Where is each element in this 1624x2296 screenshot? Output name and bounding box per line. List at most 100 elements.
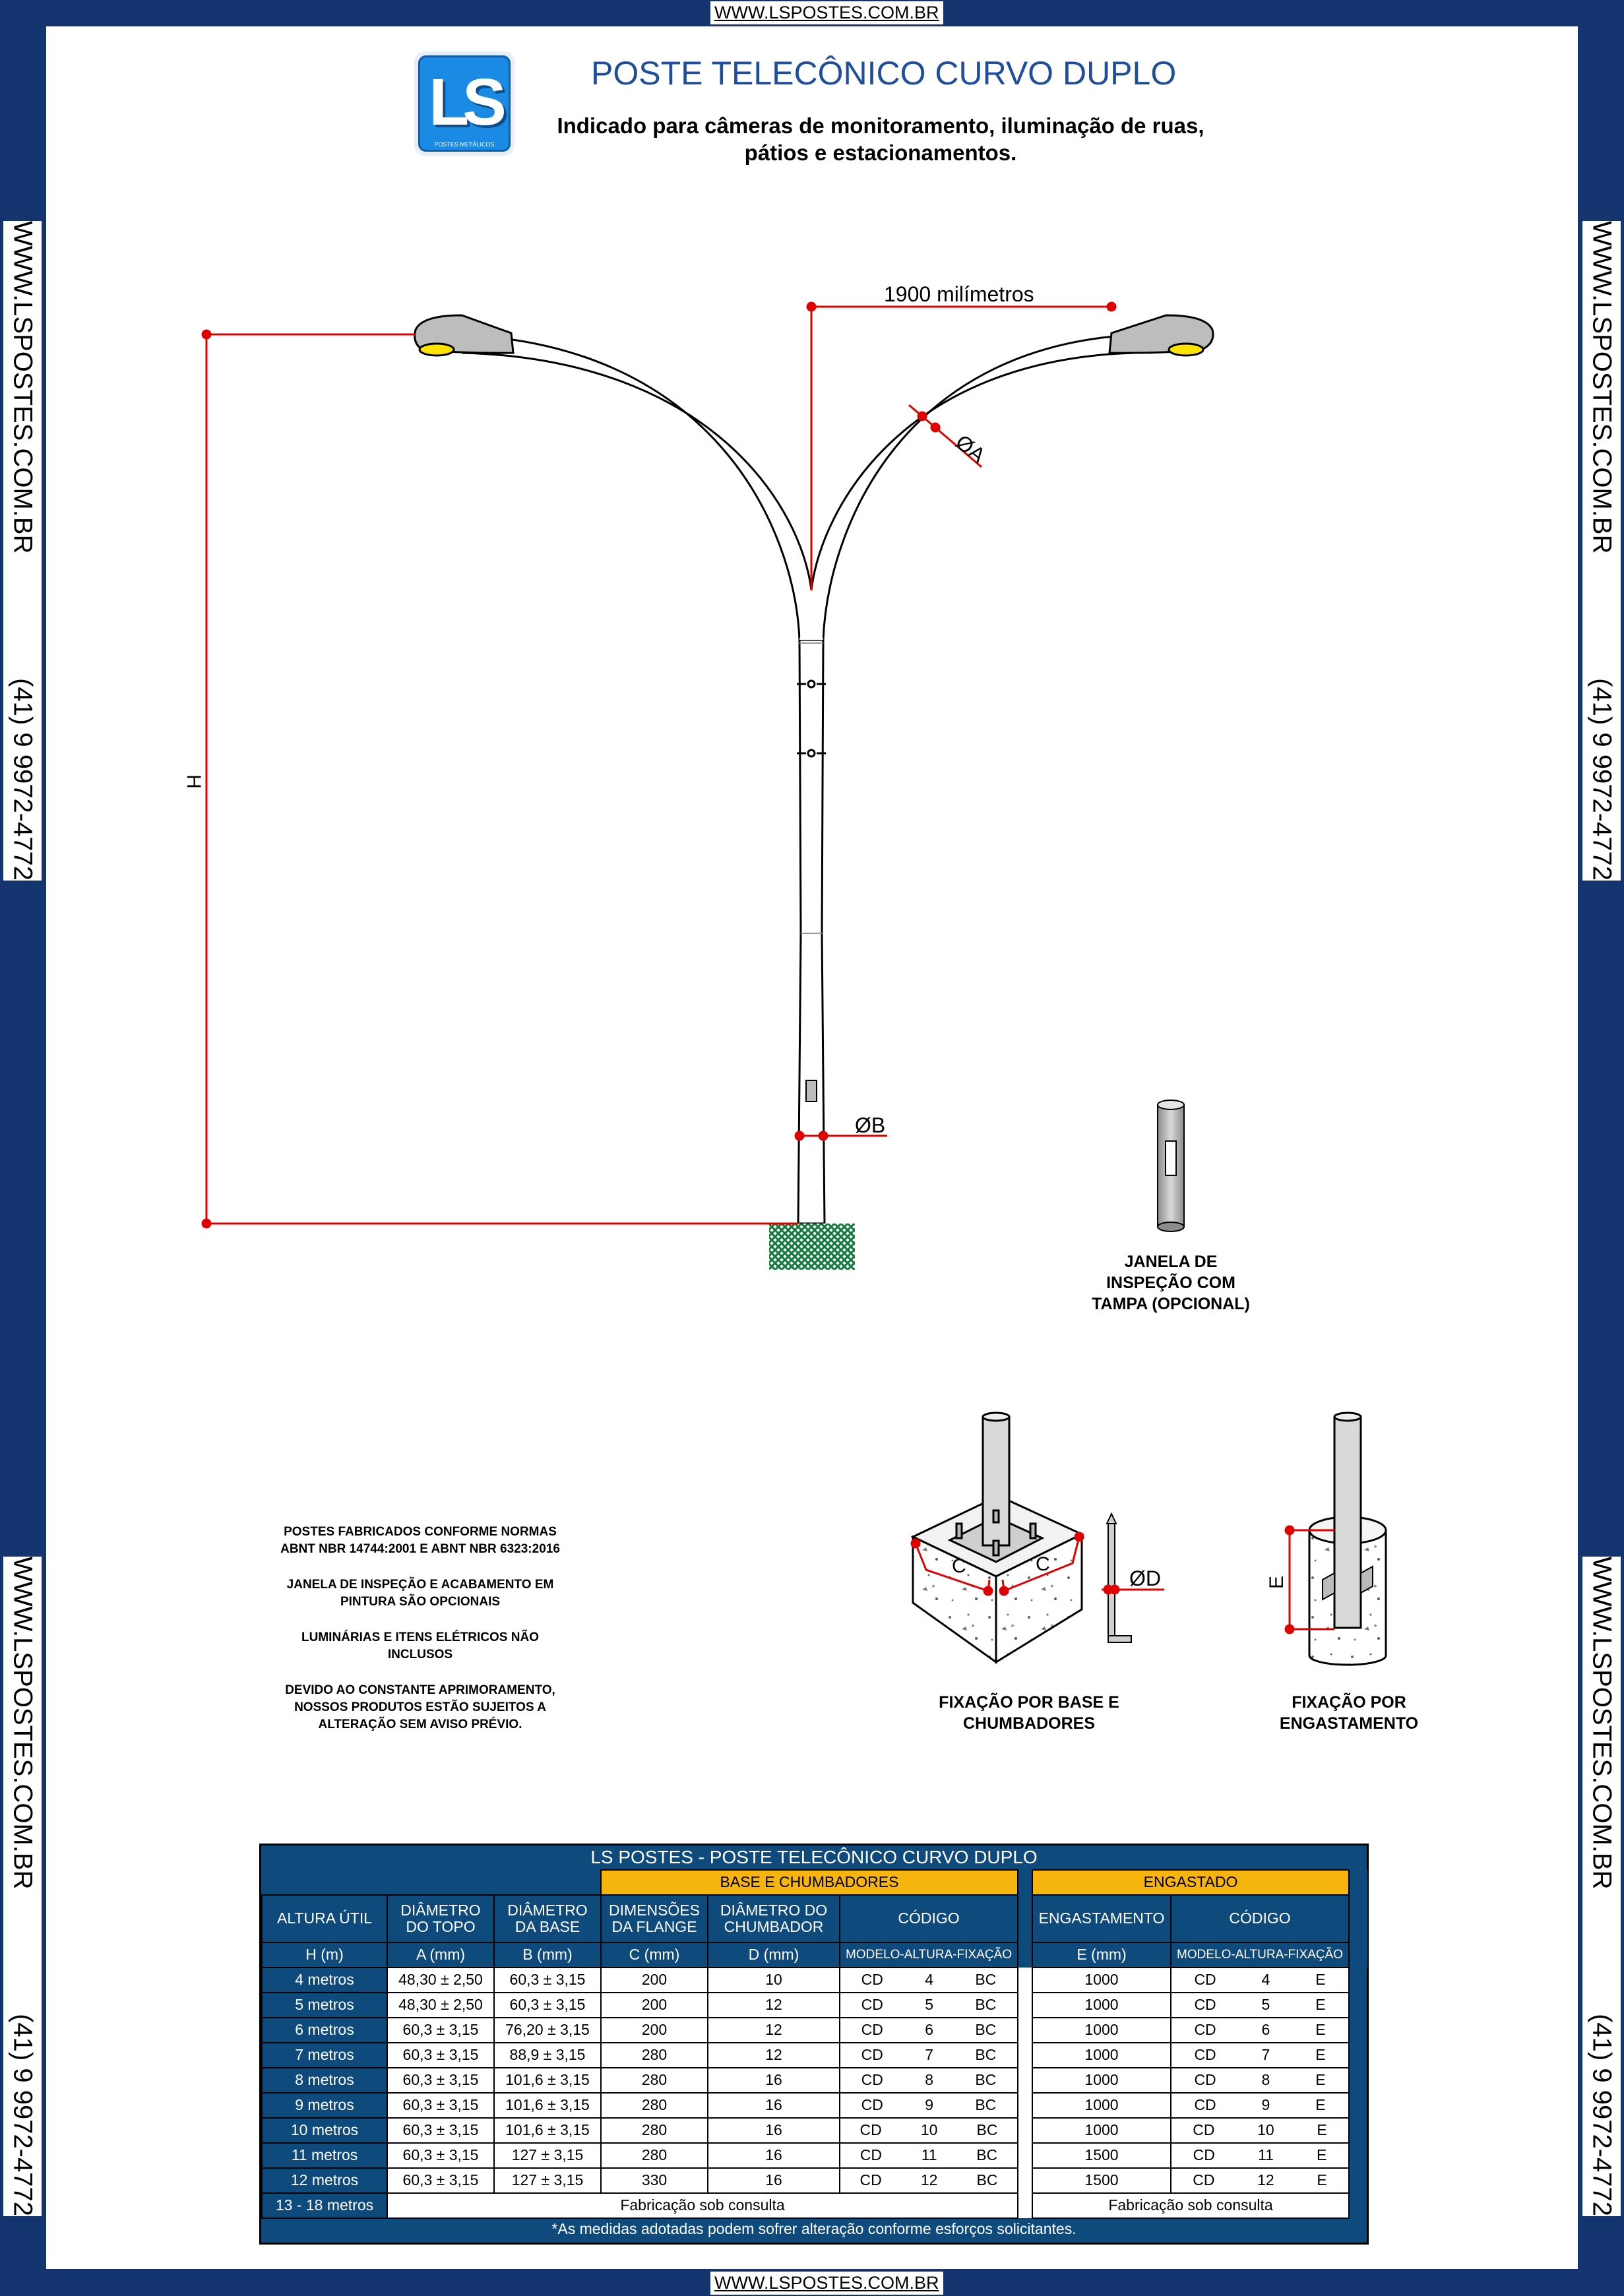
luminaire-left-icon bbox=[414, 314, 515, 357]
cell-anchor: 10 bbox=[707, 1967, 840, 1993]
cell-height: 10 metros bbox=[261, 2117, 388, 2144]
cell-height: 4 metros bbox=[261, 1967, 388, 1993]
pole-bolts bbox=[797, 679, 826, 758]
cell-anchor: 12 bbox=[707, 2017, 840, 2043]
spec-table-panel: LS POSTES - POSTE TELECÔNICO CURVO DUPLO… bbox=[259, 1844, 1369, 2245]
col-height: ALTURA ÚTIL bbox=[261, 1894, 388, 1943]
cell-height: 12 metros bbox=[261, 2167, 388, 2194]
cell-top-diameter: 60,3 ± 3,15 bbox=[387, 2042, 495, 2068]
logo-letters: LS bbox=[429, 65, 507, 139]
page-subtitle: Indicado para câmeras de monitoramento, … bbox=[515, 112, 1247, 166]
cell-base-diameter: 101,6 ± 3,15 bbox=[493, 2117, 602, 2144]
company-logo: LS POSTES METÁLICOS bbox=[414, 51, 515, 156]
inspection-window-caption: JANELA DE INSPEÇÃO COM TAMPA (OPCIONAL) bbox=[1065, 1251, 1276, 1315]
subtitle-line-2: pátios e estacionamentos. bbox=[744, 140, 1017, 165]
cell-flange: 280 bbox=[600, 2117, 708, 2144]
caption-line: FIXAÇÃO POR BASE E bbox=[939, 1693, 1119, 1712]
cell-top-diameter: 48,30 ± 2,50 bbox=[387, 1992, 495, 2018]
top-site-url[interactable]: WWW.LSPOSTES.COM.BR bbox=[710, 1, 943, 24]
cell-top-diameter: 60,3 ± 3,15 bbox=[387, 2117, 495, 2144]
cell-embed: 1500 bbox=[1032, 2167, 1171, 2194]
cell-height: 6 metros bbox=[261, 2017, 388, 2043]
unit-model: MODELO-ALTURA-FIXAÇÃO bbox=[839, 1942, 1018, 1968]
cell-flange: 200 bbox=[600, 1967, 708, 1993]
cell-top-diameter: 60,3 ± 3,15 bbox=[387, 2017, 495, 2043]
cell-flange: 330 bbox=[600, 2167, 708, 2194]
embedded-mounting-caption: FIXAÇÃO POR ENGASTAMENTO bbox=[1250, 1692, 1448, 1734]
pole-arm-right bbox=[810, 333, 1148, 640]
embedded-mounting-icon bbox=[1284, 1412, 1387, 1666]
cell-flange: 280 bbox=[600, 2042, 708, 2068]
caption-line: ENGASTAMENTO bbox=[1279, 1714, 1419, 1733]
cell-base-diameter: 127 ± 3,15 bbox=[493, 2142, 602, 2169]
col-code-2: CÓDIGO bbox=[1170, 1894, 1350, 1943]
inspection-window-icon bbox=[1157, 1100, 1185, 1232]
group-base-header: BASE E CHUMBADORES bbox=[600, 1869, 1018, 1896]
cell-base-diameter: 88,9 ± 3,15 bbox=[493, 2042, 602, 2068]
left-side-panel-bottom: WWW.LSPOSTES.COM.BR(41) 9 9972-4772 bbox=[3, 1557, 42, 2216]
cell-height: 5 metros bbox=[261, 1992, 388, 2018]
cell-embed: 1500 bbox=[1032, 2142, 1171, 2169]
cell-anchor: 16 bbox=[707, 2142, 840, 2169]
cell-top-diameter: 60,3 ± 3,15 bbox=[387, 2167, 495, 2194]
last-row-embed: Fabricação sob consulta bbox=[1032, 2192, 1350, 2219]
subtitle-line-1: Indicado para câmeras de monitoramento, … bbox=[557, 113, 1204, 138]
table-title: LS POSTES - POSTE TELECÔNICO CURVO DUPLO bbox=[590, 1847, 1038, 1867]
col-code: CÓDIGO bbox=[839, 1894, 1018, 1943]
unit-c: C (mm) bbox=[600, 1942, 708, 1968]
cell-embed: 1000 bbox=[1032, 2092, 1171, 2119]
height-label: H bbox=[182, 774, 204, 789]
col-embed: ENGASTAMENTO bbox=[1032, 1894, 1171, 1943]
page-title: POSTE TELECÔNICO CURVO DUPLO bbox=[591, 55, 1177, 92]
cell-embed: 1000 bbox=[1032, 2117, 1171, 2144]
cell-anchor: 16 bbox=[707, 2167, 840, 2194]
table-footnote: *As medidas adotadas podem sofrer altera… bbox=[551, 2220, 1077, 2237]
left-side-panel-top: WWW.LSPOSTES.COM.BR(41) 9 9972-4772 bbox=[3, 221, 42, 881]
anchor-c-label-right: C bbox=[1036, 1553, 1050, 1575]
spec-table: BASE E CHUMBADORES ENGASTADO ALTURA ÚTIL… bbox=[261, 1869, 1368, 2219]
caption-line: INSPEÇÃO COM bbox=[1106, 1274, 1235, 1292]
unit-model-2: MODELO-ALTURA-FIXAÇÃO bbox=[1170, 1942, 1350, 1968]
cell-flange: 280 bbox=[600, 2092, 708, 2119]
ground-hatch bbox=[769, 1224, 855, 1270]
group-embed-header: ENGASTADO bbox=[1032, 1869, 1350, 1896]
cell-base-diameter: 76,20 ± 3,15 bbox=[493, 2017, 602, 2043]
note: DEVIDO AO CONSTANTE APRIMORAMENTO,NOSSOS… bbox=[285, 1683, 555, 1731]
bottom-site-url[interactable]: WWW.LSPOSTES.COM.BR bbox=[710, 2272, 943, 2295]
cell-embed: 1000 bbox=[1032, 1992, 1171, 2018]
cell-anchor: 12 bbox=[707, 1992, 840, 2018]
cell-base-diameter: 101,6 ± 3,15 bbox=[493, 2067, 602, 2094]
cell-height: 8 metros bbox=[261, 2067, 388, 2094]
base-diameter-label: ØB bbox=[855, 1113, 886, 1137]
cell-embed: 1000 bbox=[1032, 1967, 1171, 1993]
last-row-base: Fabricação sob consulta bbox=[387, 2192, 1018, 2219]
caption-line: JANELA DE bbox=[1124, 1253, 1218, 1271]
embedment-e-label: E bbox=[1266, 1575, 1288, 1590]
unit-h: H (m) bbox=[261, 1942, 388, 1968]
cell-embed: 1000 bbox=[1032, 2017, 1171, 2043]
